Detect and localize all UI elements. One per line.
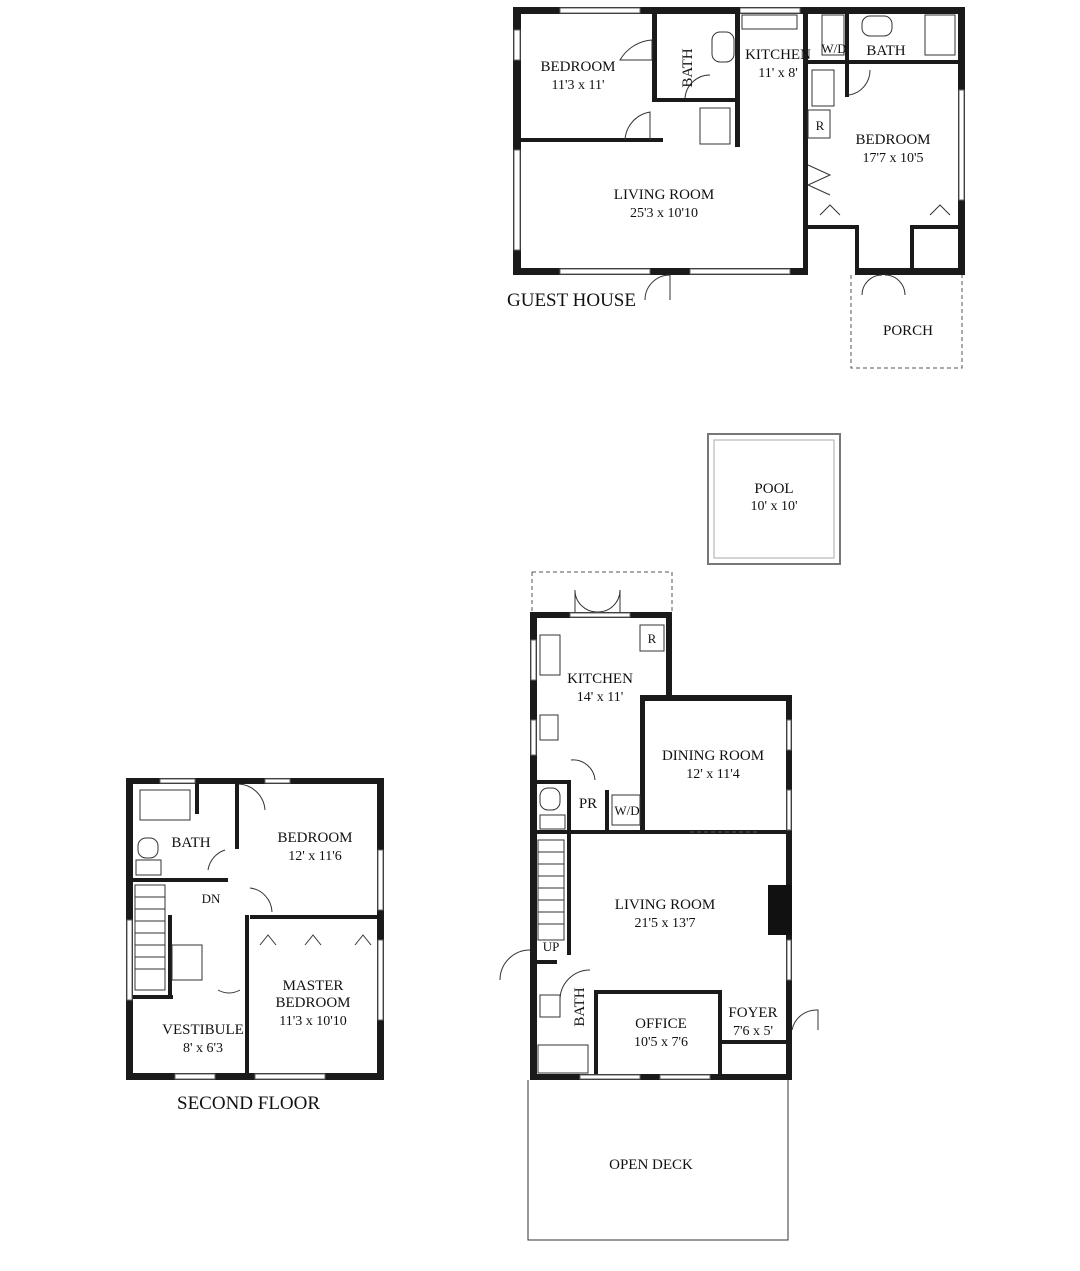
main-foyer-size: 7'6 x 5' <box>733 1024 773 1039</box>
guest-bedroom-b-name: BEDROOM <box>855 132 930 148</box>
second-vestibule-name: VESTIBULE <box>162 1022 244 1038</box>
main-up-label: UP <box>543 939 560 954</box>
main-deck-label: OPEN DECK <box>609 1157 693 1173</box>
guest-fridge-label: R <box>816 118 825 133</box>
guest-kitchen-name: KITCHEN <box>745 47 811 63</box>
guest-bath-a-label: BATH <box>680 48 696 87</box>
main-pr-label: PR <box>579 796 597 812</box>
main-dining-size: 12' x 11'4 <box>686 767 740 782</box>
guest-living-size: 25'3 x 10'10 <box>630 206 698 221</box>
main-living-name: LIVING ROOM <box>615 897 715 913</box>
main-dining-name: DINING ROOM <box>662 748 764 764</box>
main-fridge-label: R <box>648 631 657 646</box>
second-bedroom-name: BEDROOM <box>277 830 352 846</box>
guest-porch-label: PORCH <box>883 323 933 339</box>
guest-house-plan <box>513 7 965 369</box>
guest-wd-label: W/D <box>821 41 846 56</box>
guest-living-name: LIVING ROOM <box>614 187 714 203</box>
second-master-name-line1: MASTER <box>283 978 344 994</box>
second-bedroom-size: 12' x 11'6 <box>288 849 342 864</box>
main-kitchen-name: KITCHEN <box>567 671 633 687</box>
main-living-size: 21'5 x 13'7 <box>634 916 695 931</box>
second-floor-title: SECOND FLOOR <box>177 1093 320 1114</box>
pool-size: 10' x 10' <box>750 499 797 514</box>
second-dn-label: DN <box>202 891 221 906</box>
second-bath-label: BATH <box>171 835 210 851</box>
guest-kitchen-size: 11' x 8' <box>758 66 798 81</box>
main-kitchen-size: 14' x 11' <box>577 690 624 705</box>
second-vestibule-size: 8' x 6'3 <box>183 1041 223 1056</box>
main-office-name: OFFICE <box>635 1016 687 1032</box>
main-wd-label: W/D <box>614 803 639 818</box>
main-office-size: 10'5 x 7'6 <box>634 1035 688 1050</box>
guest-bedroom-b-size: 17'7 x 10'5 <box>862 151 923 166</box>
main-foyer-name: FOYER <box>728 1005 777 1021</box>
second-master-name-line2: BEDROOM <box>275 995 350 1011</box>
guest-house-title: GUEST HOUSE <box>507 290 636 311</box>
pool-name: POOL <box>754 481 793 497</box>
guest-bedroom-a-name: BEDROOM <box>540 59 615 75</box>
main-bath-label: BATH <box>572 987 588 1026</box>
second-master-size: 11'3 x 10'10 <box>279 1014 347 1029</box>
guest-bedroom-a-size: 11'3 x 11' <box>551 78 604 93</box>
pool-shape <box>707 433 841 565</box>
guest-bath-b-label: BATH <box>866 43 905 59</box>
main-floor-plan <box>499 571 819 1241</box>
second-floor-plan <box>126 778 384 1080</box>
